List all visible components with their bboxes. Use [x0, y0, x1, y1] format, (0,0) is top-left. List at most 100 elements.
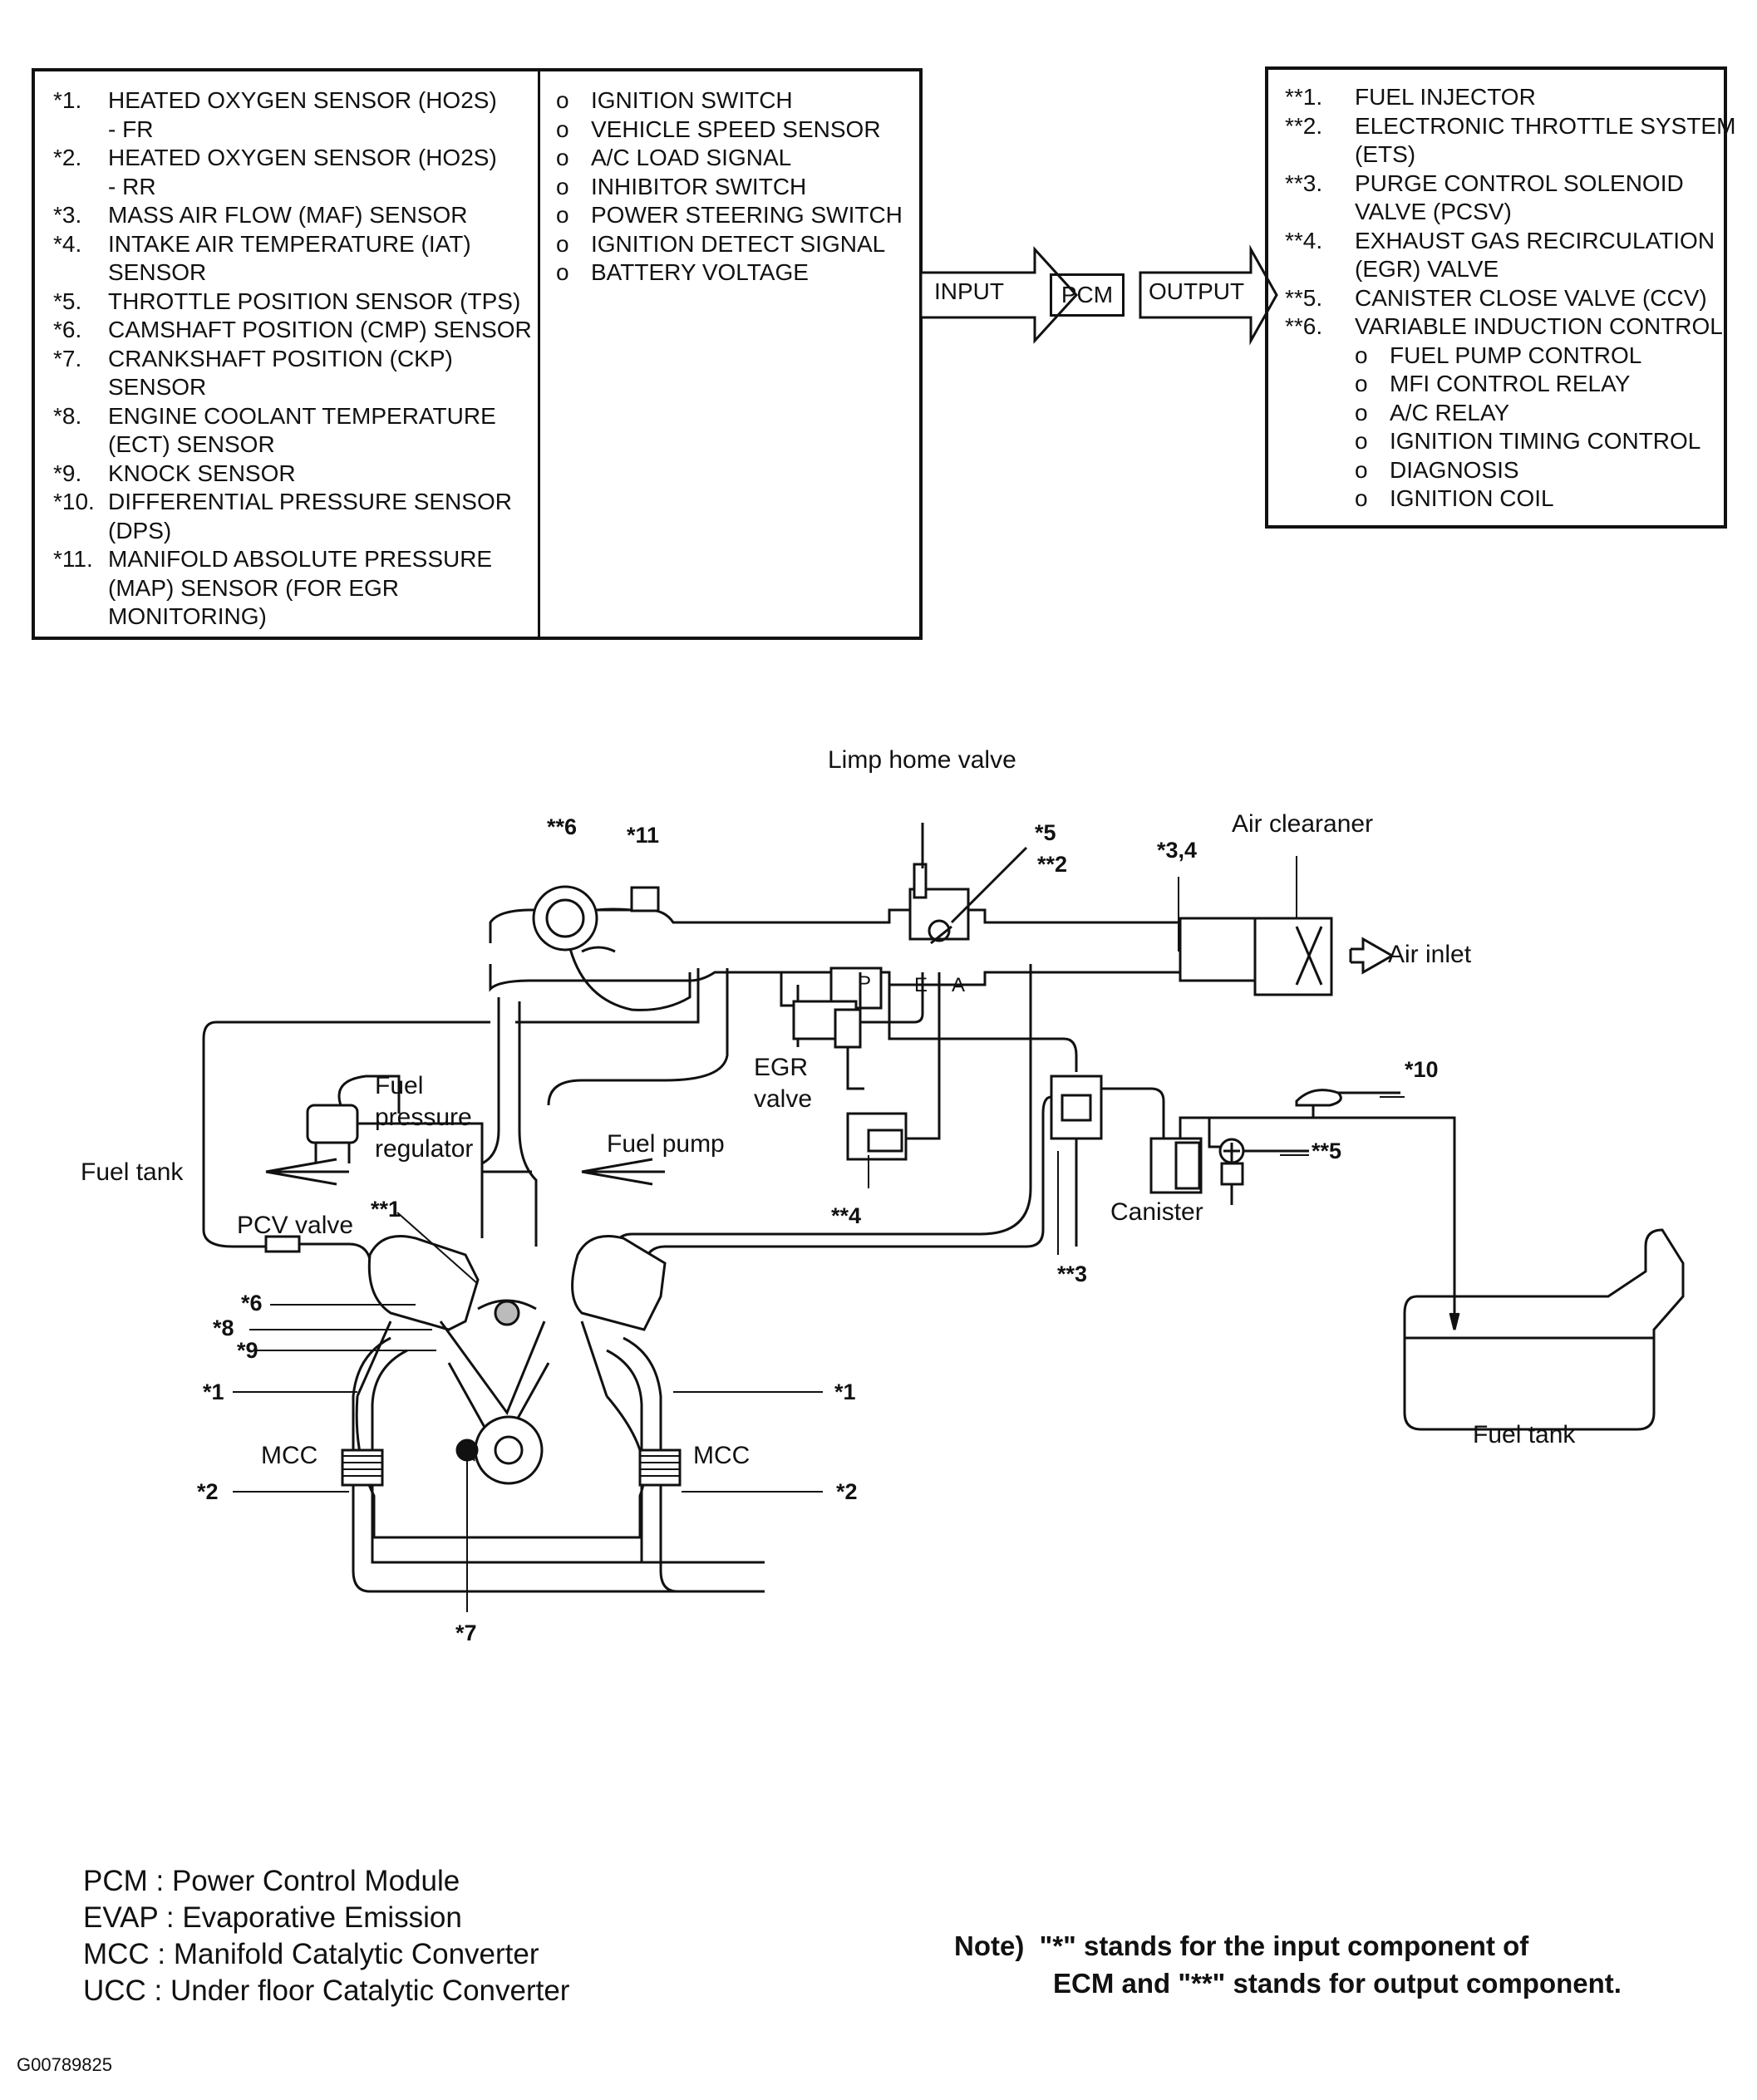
output-number: **1. [1285, 84, 1323, 110]
fuel-pump-label: Fuel pump [607, 1130, 725, 1158]
flow-input-label: INPUT [934, 278, 1004, 304]
output-number: **5. [1285, 284, 1323, 311]
callout-in-1-right: *1 [834, 1380, 856, 1404]
output-text: FUEL PUMP CONTROL [1390, 342, 1642, 368]
other-input-text: IGNITION SWITCH [591, 87, 793, 113]
sensor-input-item: (ECT) SENSOR [53, 430, 532, 460]
fuel-tank-right-shape [1403, 1228, 1685, 1431]
flow-pcm-box: PCM [1050, 273, 1125, 317]
output-number: o [1355, 428, 1368, 454]
flow-output-label: OUTPUT [1149, 278, 1245, 304]
bullet: o [556, 145, 569, 170]
sensor-input-item: *9.KNOCK SENSOR [53, 460, 532, 489]
sensor-input-item: *7.CRANKSHAFT POSITION (CKP) [53, 345, 532, 374]
sensor-input-text: MONITORING) [108, 603, 267, 629]
output-number: **3. [1285, 170, 1323, 196]
callout-in-5: *5 [1035, 820, 1056, 845]
sensor-input-item: - RR [53, 173, 532, 202]
port-e-label: E [914, 974, 928, 996]
output-number: **2. [1285, 112, 1323, 139]
callout-in-8: *8 [213, 1316, 234, 1340]
output-number: **6. [1285, 313, 1323, 339]
sensor-input-text: CRANKSHAFT POSITION (CKP) [108, 345, 453, 371]
output-item: (ETS) [1285, 140, 1735, 170]
bullet: o [556, 173, 569, 199]
bullet: o [556, 87, 569, 113]
sensor-input-text: SENSOR [108, 374, 207, 400]
callout-out-1: **1 [371, 1197, 401, 1222]
sensor-input-number: *2. [53, 145, 82, 170]
egr-valve-label: EGR valve [754, 1054, 813, 1113]
sensor-input-text: ENGINE COOLANT TEMPERATURE [108, 402, 496, 429]
abbreviation-legend: PCM : Power Control Module EVAP : Evapor… [83, 1863, 569, 2009]
callout-out-2: **2 [1037, 852, 1068, 877]
sensor-input-text: - RR [108, 173, 156, 199]
callout-out-4: **4 [831, 1203, 862, 1228]
sensor-input-number: *9. [53, 460, 82, 486]
pcsv-assembly [642, 1075, 1165, 1264]
pcv-valve-label: PCV valve [237, 1212, 354, 1239]
bullet: o [556, 202, 569, 228]
output-text: A/C RELAY [1390, 399, 1510, 425]
callout-in-7: *7 [455, 1620, 477, 1645]
sensor-input-item: *4.INTAKE AIR TEMPERATURE (IAT) [53, 230, 532, 259]
sensor-input-text: DIFFERENTIAL PRESSURE SENSOR [108, 489, 512, 514]
port-p-label: P [858, 972, 872, 995]
sensor-input-list: *1.HEATED OXYGEN SENSOR (HO2S)- FR*2.HEA… [53, 86, 532, 632]
bullet: o [556, 230, 569, 257]
air-cleaner-label: Air clearaner [1232, 810, 1374, 838]
callout-in-3-4: *3,4 [1157, 838, 1198, 863]
output-text: FUEL INJECTOR [1355, 84, 1536, 110]
canister-label: Canister [1110, 1198, 1203, 1226]
fuel-pressure-regulator-label: Fuel pressure regulator [375, 1072, 474, 1163]
other-input-text: BATTERY VOLTAGE [591, 259, 809, 285]
other-input-item: o IGNITION SWITCH [556, 86, 903, 116]
sensor-input-text: (ECT) SENSOR [108, 431, 275, 457]
mcc-right-label: MCC [693, 1442, 751, 1469]
output-list: **1.FUEL INJECTOR**2.ELECTRONIC THROTTLE… [1285, 83, 1735, 514]
legend-pcm: PCM : Power Control Module [83, 1865, 460, 1897]
output-number: o [1355, 371, 1368, 396]
output-text: VARIABLE INDUCTION CONTROL [1355, 313, 1723, 339]
sensor-input-text: MANIFOLD ABSOLUTE PRESSURE [108, 546, 493, 572]
legend-mcc: MCC : Manifold Catalytic Converter [83, 1938, 539, 1970]
callout-in-2-left: *2 [197, 1479, 219, 1504]
sensor-input-item: *1.HEATED OXYGEN SENSOR (HO2S) [53, 86, 532, 116]
sensor-input-number: *1. [53, 87, 82, 113]
callout-in-10: *10 [1405, 1057, 1439, 1082]
output-item: **3.PURGE CONTROL SOLENOID [1285, 170, 1735, 199]
other-input-item: o INHIBITOR SWITCH [556, 173, 903, 202]
sensor-input-item: (DPS) [53, 517, 532, 546]
output-text: CANISTER CLOSE VALVE (CCV) [1355, 284, 1707, 311]
mcc-left-label: MCC [261, 1442, 318, 1469]
sensor-input-text: (DPS) [108, 517, 172, 543]
output-text: (ETS) [1355, 141, 1416, 167]
sensor-input-number: *10. [53, 489, 95, 514]
output-number: o [1355, 456, 1368, 483]
other-input-text: INHIBITOR SWITCH [591, 173, 807, 199]
output-arrow-shape [1139, 244, 1278, 346]
callout-in-11: *11 [627, 823, 660, 848]
sensor-input-item: *10. DIFFERENTIAL PRESSURE SENSOR [53, 488, 532, 517]
sensor-input-item: - FR [53, 116, 532, 145]
fuel-lines [202, 1020, 665, 1260]
output-text: (EGR) VALVE [1355, 256, 1499, 282]
callout-out-5: **5 [1312, 1139, 1342, 1163]
output-item: VALVE (PCSV) [1285, 198, 1735, 227]
throttle-body [908, 823, 1028, 945]
sensor-input-item: *5.THROTTLE POSITION SENSOR (TPS) [53, 288, 532, 317]
callout-in-2-right: *2 [836, 1479, 858, 1504]
evap-assembly [1149, 1089, 1460, 1330]
output-number: o [1355, 485, 1368, 511]
output-text: VALVE (PCSV) [1355, 199, 1512, 224]
